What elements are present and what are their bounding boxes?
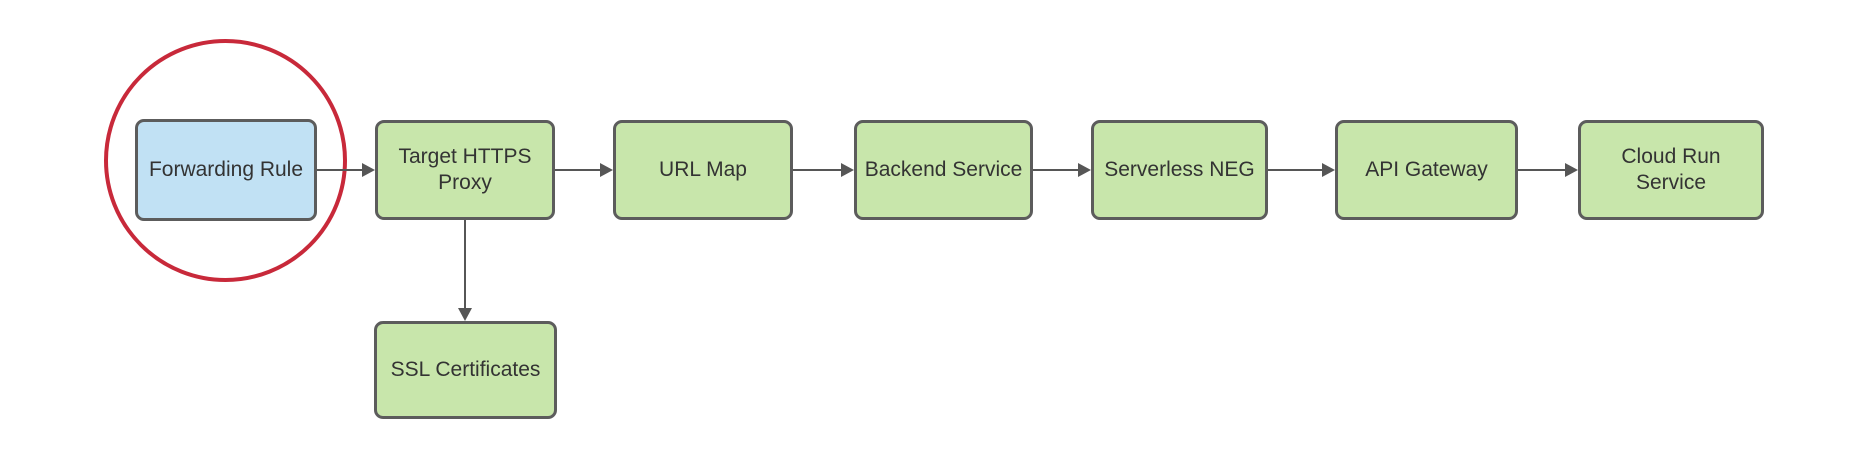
arrow-line: [555, 169, 601, 171]
arrow-head-icon: [1565, 163, 1578, 177]
node-cloud-run-service: Cloud Run Service: [1578, 120, 1764, 220]
node-target-https-proxy: Target HTTPS Proxy: [375, 120, 555, 220]
node-ssl-certificates: SSL Certificates: [374, 321, 557, 419]
arrow-line: [1268, 169, 1323, 171]
arrow-target-https-proxy-to-url-map: [555, 163, 613, 177]
arrow-head-icon: [841, 163, 854, 177]
arrow-head-icon: [1322, 163, 1335, 177]
node-label: Target HTTPS Proxy: [398, 144, 532, 194]
arrow-target-https-proxy-to-ssl-certificates: [458, 220, 472, 321]
node-serverless-neg: Serverless NEG: [1091, 120, 1268, 220]
arrow-api-gateway-to-cloud-run-service: [1518, 163, 1578, 177]
arrow-line: [1033, 169, 1079, 171]
arrow-line: [464, 220, 466, 309]
node-forwarding-rule: Forwarding Rule: [135, 119, 317, 221]
node-label: SSL Certificates: [390, 357, 541, 381]
node-label: URL Map: [659, 157, 747, 181]
arrow-backend-service-to-serverless-neg: [1033, 163, 1091, 177]
node-label: Serverless NEG: [1104, 157, 1255, 181]
node-backend-service: Backend Service: [854, 120, 1033, 220]
arrow-head-icon: [362, 163, 375, 177]
arrow-line: [317, 169, 363, 171]
arrow-head-icon: [1078, 163, 1091, 177]
node-label: Backend Service: [864, 157, 1023, 181]
arrow-head-icon: [600, 163, 613, 177]
arrow-forwarding-rule-to-target-https-proxy: [317, 163, 375, 177]
node-label: Forwarding Rule: [148, 157, 304, 181]
arrow-serverless-neg-to-api-gateway: [1268, 163, 1335, 177]
node-url-map: URL Map: [613, 120, 793, 220]
arrow-url-map-to-backend-service: [793, 163, 854, 177]
arrow-line: [793, 169, 842, 171]
node-label: Cloud Run Service: [1621, 144, 1721, 194]
arrow-head-icon: [458, 308, 472, 321]
node-api-gateway: API Gateway: [1335, 120, 1518, 220]
arrow-line: [1518, 169, 1566, 171]
highlight-ellipse: [104, 39, 347, 282]
node-label: API Gateway: [1365, 157, 1488, 181]
